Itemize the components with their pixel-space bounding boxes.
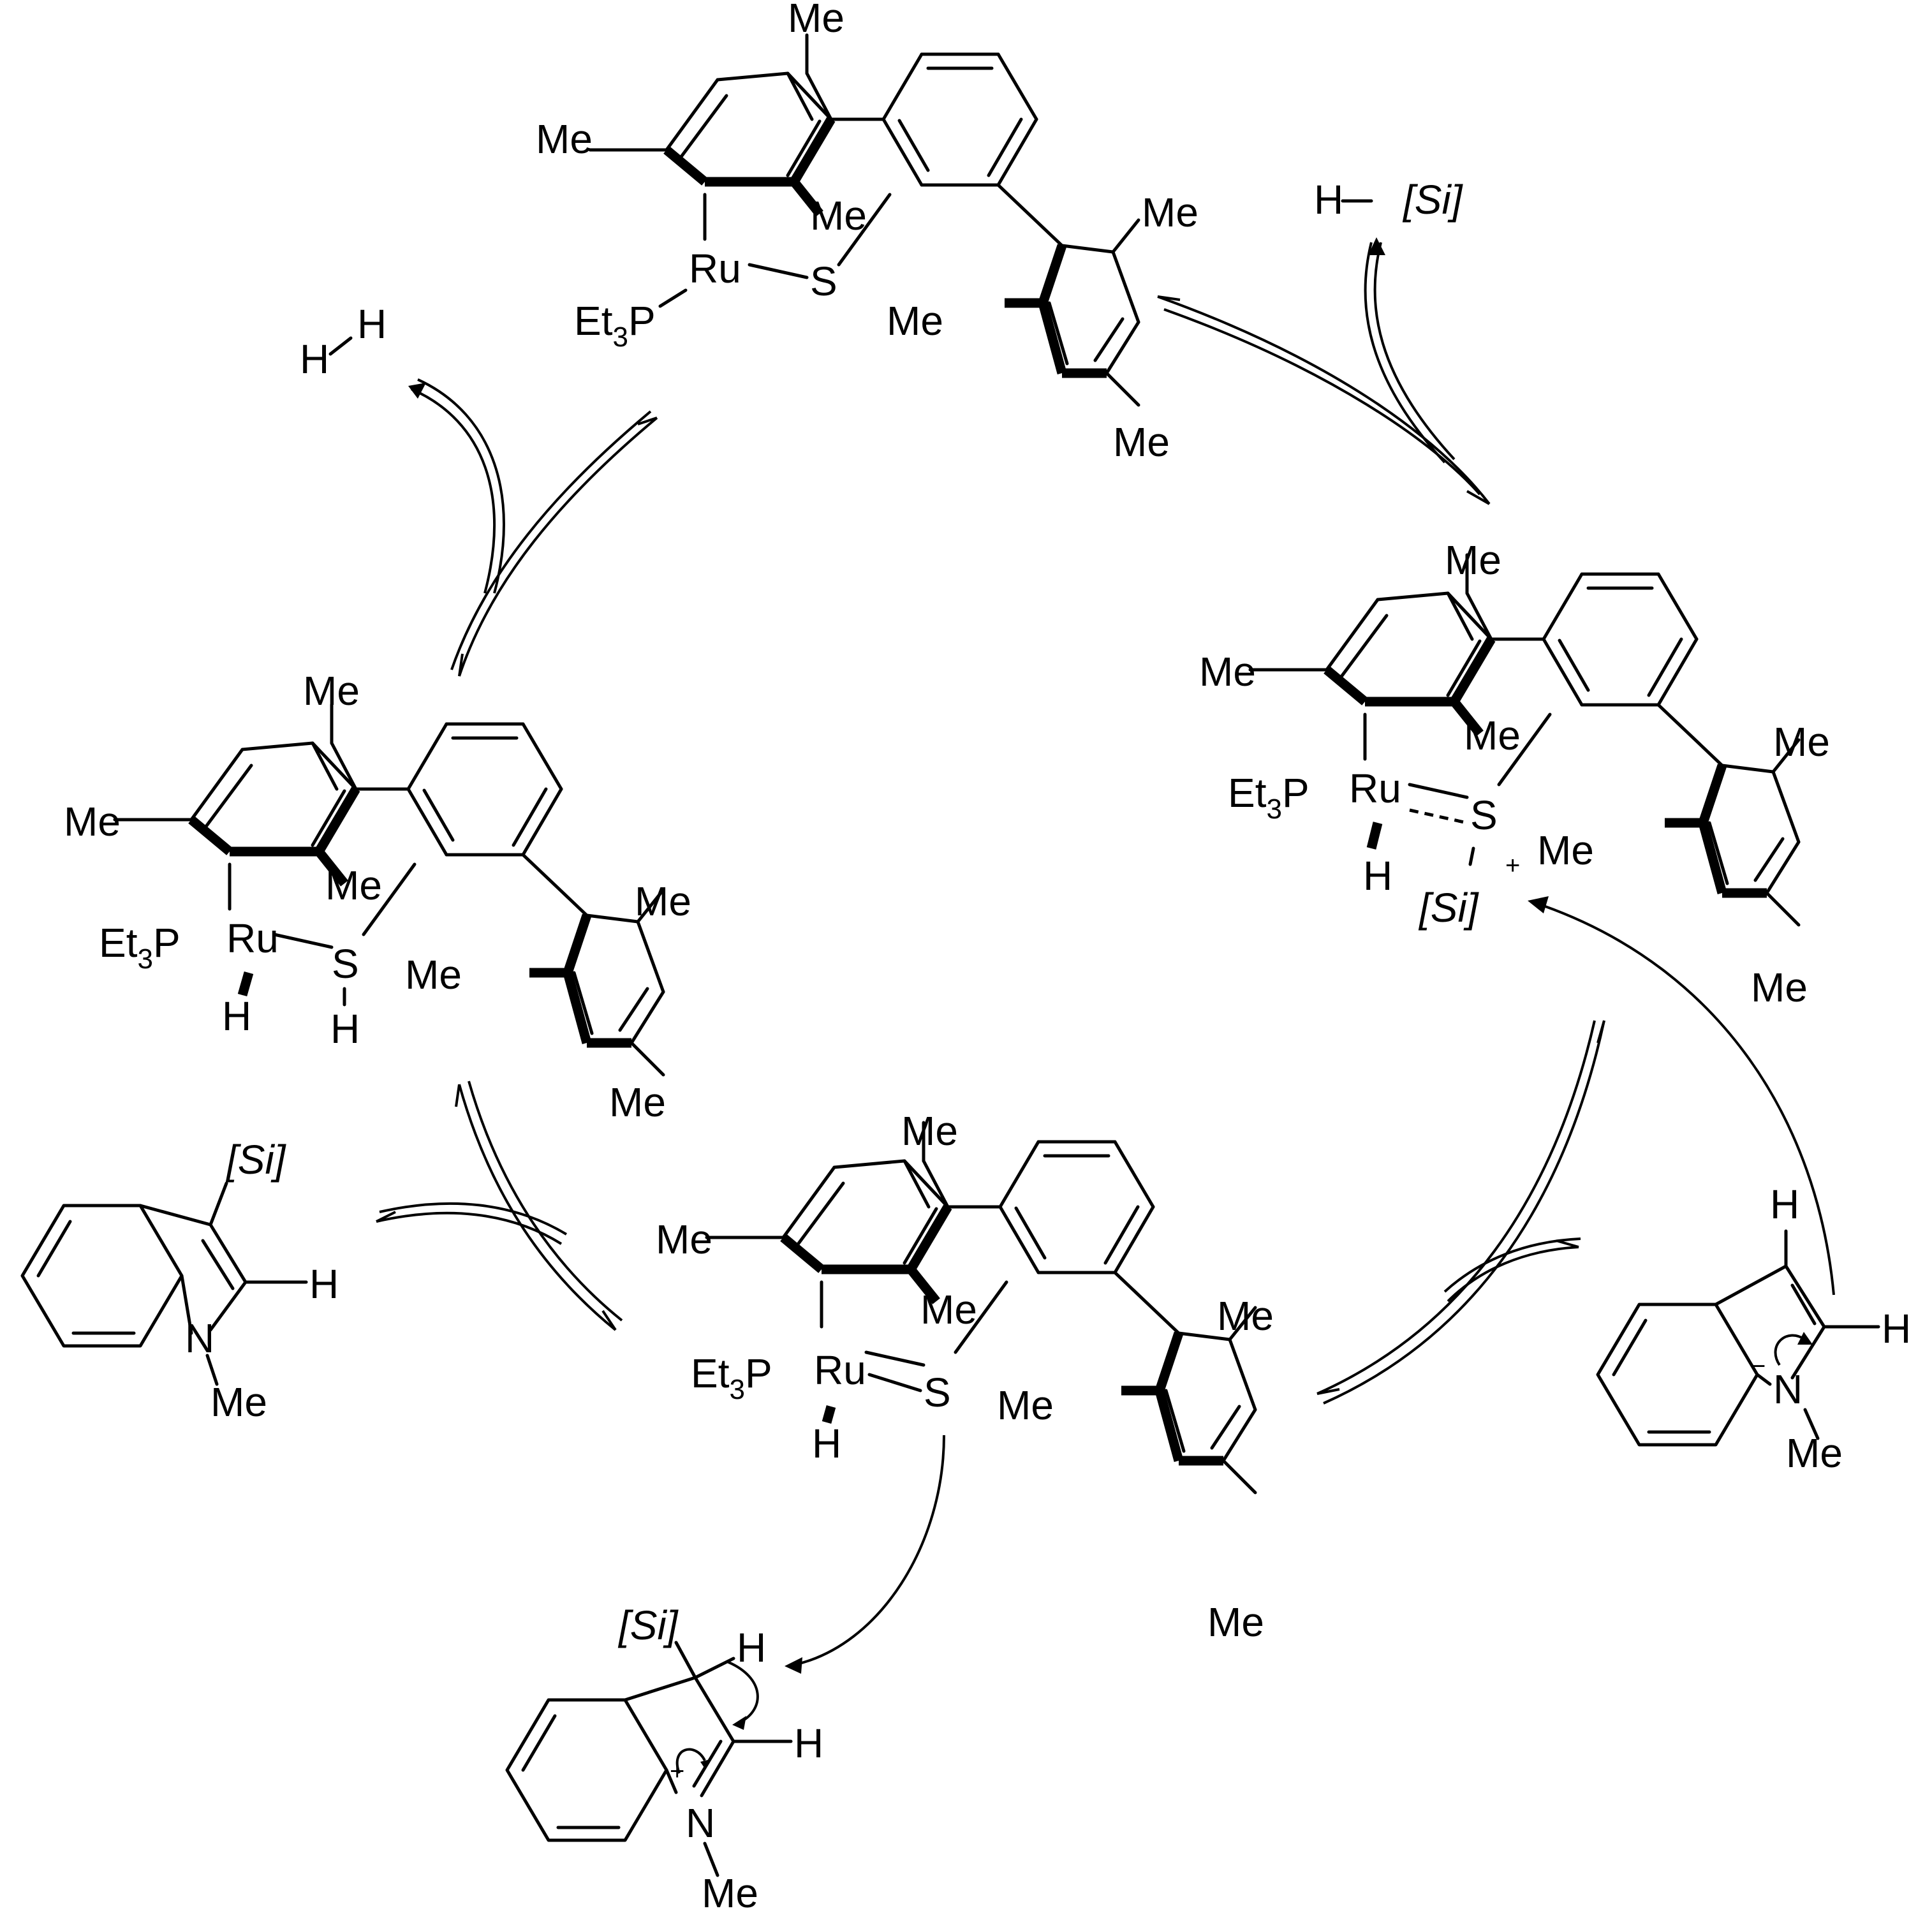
ruthenium-label: Ru: [1349, 765, 1401, 811]
me-label: Me: [1142, 189, 1198, 235]
triethylphosphine-label: Et3P: [691, 1350, 772, 1405]
positive-charge: +: [670, 1757, 684, 1785]
triethylphosphine-label: Et3P: [1228, 770, 1309, 825]
hydrosilane-h: H: [1314, 177, 1343, 223]
c2-h-label: H: [794, 1720, 823, 1766]
sulfur-label: S: [1470, 792, 1498, 838]
me-label: Me: [788, 0, 844, 41]
dihydrogen-product: H H: [300, 301, 387, 382]
triethylphosphine-label: Et3P: [574, 298, 656, 353]
me-label: Me: [702, 1870, 758, 1916]
hydrosilane-reagent: H [Si]: [1314, 177, 1463, 223]
nitrogen-label: N: [185, 1315, 214, 1361]
nitrogen-label: N: [686, 1800, 715, 1846]
equilibrium-arrow-d-b: [1316, 1020, 1605, 1405]
proton-transfer-arrow: [785, 1435, 945, 1674]
indole-substrate: H H N Me −: [1596, 1181, 1911, 1476]
me-label: Me: [325, 862, 382, 908]
silyl-label: [Si]: [225, 1137, 286, 1183]
me-label: Me: [536, 116, 593, 162]
dihydrogen-h1: H: [300, 336, 329, 382]
me-label: Me: [810, 193, 867, 239]
me-label: Me: [1199, 649, 1256, 695]
negative-charge: −: [1751, 1352, 1766, 1380]
hydrosilane-si: [Si]: [1402, 177, 1463, 223]
svg-text:Et3P: Et3P: [1228, 770, 1309, 825]
me-label: Me: [1113, 419, 1170, 465]
ruthenium-label: Ru: [226, 915, 279, 961]
me-label: Me: [64, 799, 121, 845]
ruthenium-label: Ru: [689, 246, 741, 292]
c3-h-label: H: [1770, 1181, 1799, 1227]
silyl-label: [Si]: [1418, 885, 1479, 931]
dihydrogen-release-arrow: [408, 378, 505, 594]
c2-h-label: H: [309, 1261, 339, 1307]
triethylphosphine-label: Et3P: [99, 920, 181, 975]
hydride-label: H: [1363, 853, 1392, 899]
me-label: Me: [656, 1216, 712, 1262]
me-label: Me: [1207, 1599, 1264, 1645]
me-label: Me: [1464, 712, 1521, 758]
me-label: Me: [1537, 827, 1594, 873]
svg-text:Et3P: Et3P: [691, 1350, 772, 1405]
hydride-label: H: [812, 1421, 841, 1466]
svg-text:Et3P: Et3P: [99, 920, 181, 975]
ruthenium-label: Ru: [814, 1347, 866, 1393]
dihydrogen-h2: H: [357, 301, 387, 347]
complex-d: Me Me Me Me Me Me Ru S H Et3P: [656, 1108, 1274, 1645]
complex-a: Me Me Me Me Me Me Ru S Et3P: [536, 0, 1198, 465]
me-label: Me: [1217, 1293, 1274, 1339]
c3-h-label: H: [737, 1625, 766, 1671]
svg-text:Et3P: Et3P: [574, 298, 656, 353]
sulfur-label: S: [810, 258, 837, 304]
silylindole-product: [Si] N H Me: [20, 1137, 339, 1425]
silylindole-release-arrow: [376, 1202, 568, 1245]
me-label: Me: [901, 1108, 958, 1154]
me-label: Me: [887, 298, 943, 344]
sulfur-label: S: [332, 941, 359, 987]
indole-addition-arrow: [1443, 1237, 1581, 1303]
silyl-label: [Si]: [617, 1602, 679, 1648]
nucleophilic-attack-arrow: [1528, 896, 1835, 1296]
me-label: Me: [303, 668, 360, 714]
equilibrium-arrow-a-c: [450, 410, 658, 677]
me-label: Me: [1773, 719, 1830, 765]
me-label: Me: [210, 1379, 267, 1425]
silane-addition-arrow: [1364, 237, 1456, 464]
nitrogen-label: N: [1773, 1366, 1803, 1412]
equilibrium-arrow-c-d: [455, 1081, 623, 1331]
positive-charge: +: [1505, 852, 1520, 880]
me-label: Me: [635, 878, 691, 924]
sulfur-label: S: [924, 1370, 951, 1415]
equilibrium-arrow-a-b: [1157, 295, 1491, 505]
me-label: Me: [920, 1287, 977, 1333]
hydride-label: H: [222, 993, 251, 1039]
thiol-h-label: H: [330, 1006, 360, 1052]
me-label: Me: [1445, 537, 1501, 583]
me-label: Me: [609, 1079, 666, 1125]
me-label: Me: [997, 1382, 1054, 1428]
me-label: Me: [405, 952, 462, 998]
indolium-intermediate: [Si] H H N Me +: [505, 1602, 823, 1916]
complex-b: Me Me Me Me Me Me Ru S H [Si] + Et3P: [1199, 537, 1830, 1010]
complex-c: Me Me Me Me Me Me Ru S H H Et3P: [64, 668, 691, 1125]
me-label: Me: [1786, 1430, 1843, 1476]
c2-h-label: H: [1882, 1306, 1911, 1352]
me-label: Me: [1751, 964, 1808, 1010]
